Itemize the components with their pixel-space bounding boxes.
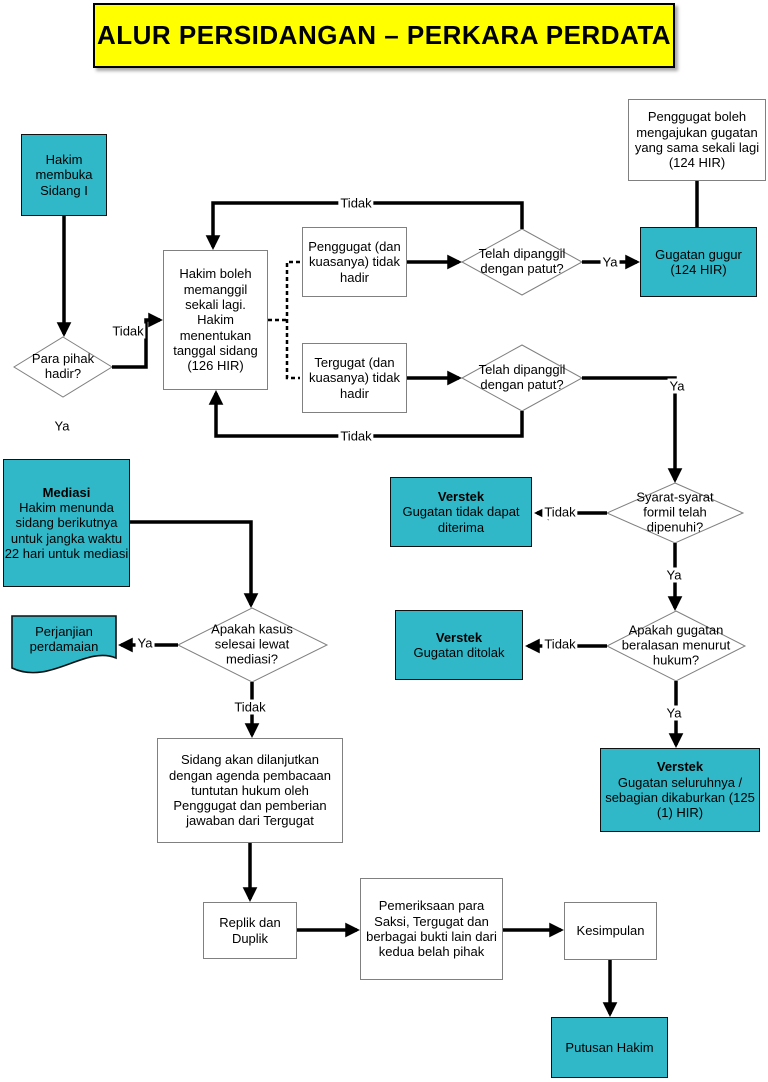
edge-label-ya-mediasi: Ya <box>135 635 155 651</box>
verstek1-body: Gugatan tidak dapat diterima <box>402 504 520 535</box>
edge-label-tidak-kasus: Tidak <box>232 699 268 715</box>
edge-label-tidak-loop-top: Tidak <box>338 195 374 211</box>
decision-dipanggil-1-shape <box>460 228 584 296</box>
step-verstek-ditolak: Verstek Gugatan ditolak <box>395 610 523 680</box>
edge-label-tidak-loop-bottom: Tidak <box>338 428 374 444</box>
arrow-dipanggil2-ya-to-syarat <box>582 376 683 483</box>
edge-label-ya-gugatan-gugur: Ya <box>600 254 620 270</box>
verstek2-body: Gugatan ditolak <box>413 645 505 660</box>
step-mediasi: Mediasi Hakim menunda sidang berikutnya … <box>3 459 130 587</box>
step-gugatan-gugur: Gugatan gugur (124 HIR) <box>640 227 757 297</box>
step-penggugat-boleh-mengajukan: Penggugat boleh mengajukan gugatan yang … <box>628 99 766 181</box>
step-kesimpulan: Kesimpulan <box>564 902 657 960</box>
verstek1-title: Verstek <box>437 489 485 504</box>
step-penggugat-tidak-hadir: Penggugat (dan kuasanya) tidak hadir <box>302 227 407 297</box>
decision-para-pihak-shape <box>13 336 113 398</box>
verstek3-body: Gugatan seluruhnya / sebagian dikaburkan… <box>605 774 755 821</box>
edge-label-ya-syarat: Ya <box>664 567 684 583</box>
edge-label-tidak-syarat: Tidak <box>542 504 578 520</box>
edge-label-ya-para-pihak: Ya <box>52 418 72 434</box>
decision-dipanggil-1-label: Telah dipanggil dengan patut? <box>478 246 566 276</box>
dashed-hakimboleh-branch <box>268 260 300 380</box>
decision-para-pihak-label: Para pihak hadir? <box>31 351 95 381</box>
verstek3-title: Verstek <box>656 759 704 775</box>
decision-kasus-selesai-label: Apakah kasus selesai lewat mediasi? <box>211 621 293 667</box>
step-sidang-dilanjutkan: Sidang akan dilanjutkan dengan agenda pe… <box>157 738 343 843</box>
step-hakim-boleh-memanggil: Hakim boleh memanggil sekali lagi. Hakim… <box>163 250 268 390</box>
step-verstek-dikaburkan: Verstek Gugatan seluruhnya / sebagian di… <box>600 748 760 832</box>
document-perjanjian-shape <box>11 615 117 674</box>
decision-syarat-formil-label: Syarat-syarat formil telah dipenuhi? <box>636 489 714 535</box>
edge-label-tidak-beralasan: Tidak <box>542 636 578 652</box>
decision-gugatan-beralasan-label: Apakah gugatan beralasan menurut hukum? <box>621 622 731 668</box>
decision-dipanggil-2-label: Telah dipanggil dengan patut? <box>478 362 566 392</box>
verstek2-title: Verstek <box>435 629 483 645</box>
step-pemeriksaan-saksi: Pemeriksaan para Saksi, Tergugat dan ber… <box>360 878 503 980</box>
edge-label-ya-dipanggil-2: Ya <box>667 378 687 394</box>
mediasi-body: Hakim menunda sidang berikutnya untuk ja… <box>4 500 129 561</box>
step-tergugat-tidak-hadir: Tergugat (dan kuasanya) tidak hadir <box>302 343 407 413</box>
step-putusan-hakim: Putusan Hakim <box>551 1017 668 1078</box>
mediasi-title: Mediasi <box>42 484 91 500</box>
step-replik-duplik: Replik dan Duplik <box>203 902 297 959</box>
arrow-mediasi-to-kasusselesai <box>130 520 259 608</box>
edge-label-tidak-para-pihak: Tidak <box>110 323 146 339</box>
arrow-parapihak-tidak-to-hakimboleh <box>112 312 163 369</box>
page-title: ALUR PERSIDANGAN – PERKARA PERDATA <box>93 3 675 68</box>
edge-label-ya-beralasan: Ya <box>664 705 684 721</box>
step-verstek-tidak-diterima: Verstek Gugatan tidak dapat diterima <box>390 477 532 547</box>
document-perjanjian-label: Perjanjian perdamaian <box>29 624 99 654</box>
step-hakim-membuka: Hakim membuka Sidang I <box>21 134 107 216</box>
